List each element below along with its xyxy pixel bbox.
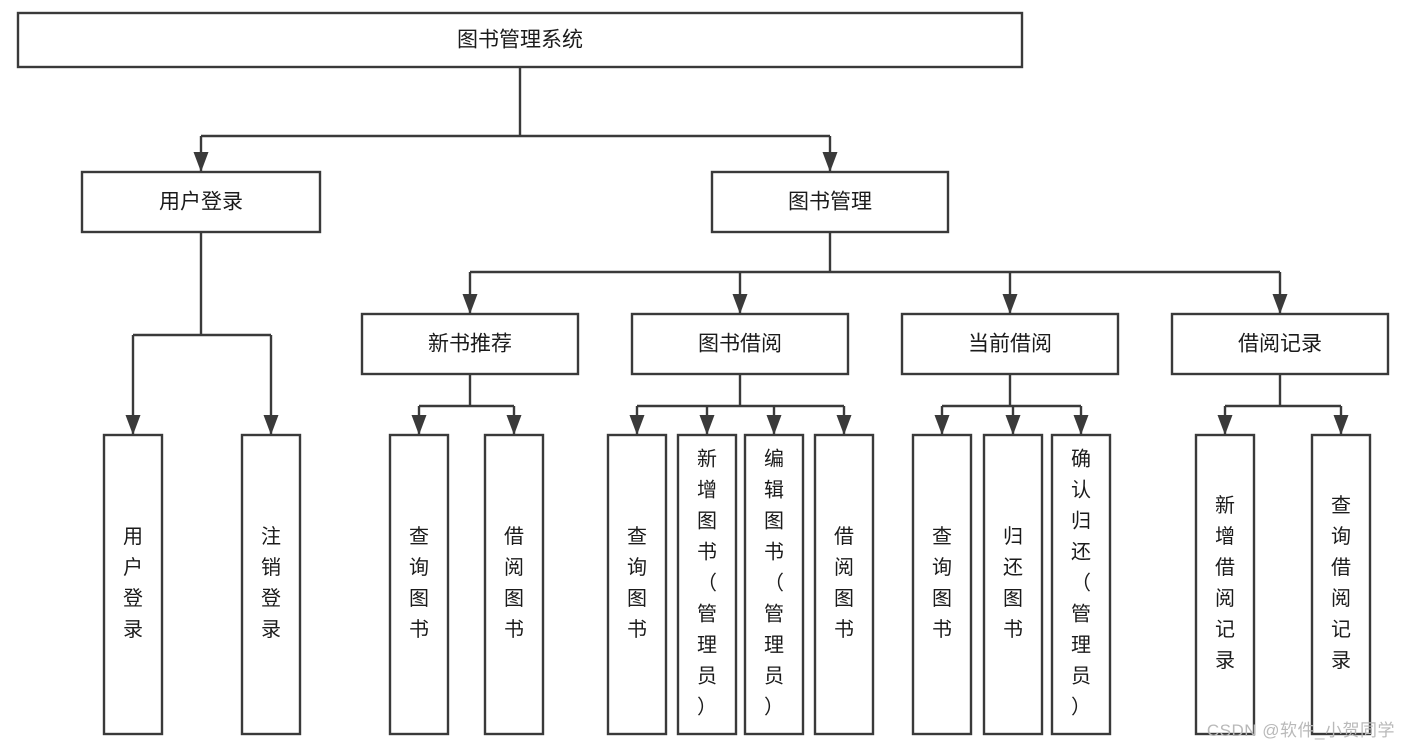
node-label-book-borrow: 图书借阅 [698, 333, 782, 356]
node-box-user-login-do [102, 433, 164, 736]
node-label-query-borrow-record: 查询借阅记录 [1331, 494, 1351, 672]
arrow-head-icon [462, 294, 478, 314]
node-box-book-borrow [630, 312, 850, 376]
arrow-head-icon [732, 294, 748, 314]
node-return-book[interactable]: 归还图书 [982, 433, 1044, 736]
arrow-head-icon [836, 415, 852, 435]
node-box-confirm-return-admin [1050, 433, 1112, 736]
arrow-head-icon [125, 415, 141, 435]
node-current-borrow[interactable]: 当前借阅 [900, 312, 1120, 376]
node-user-logout[interactable]: 注销登录 [240, 433, 302, 736]
node-label-add-book-admin: 新增图书（管理员） [697, 448, 717, 719]
node-confirm-return-admin[interactable]: 确认归还（管理员） [1050, 433, 1112, 736]
node-label-user-login-do: 用户登录 [123, 526, 143, 641]
node-box-query-book-3 [911, 433, 973, 736]
node-book-borrow[interactable]: 图书借阅 [630, 312, 850, 376]
arrow-head-icon [822, 152, 838, 172]
node-box-current-borrow [900, 312, 1120, 376]
node-box-borrow-book-1 [483, 433, 545, 736]
node-query-book-3[interactable]: 查询图书 [911, 433, 973, 736]
node-box-return-book [982, 433, 1044, 736]
node-box-query-book-2 [606, 433, 668, 736]
node-box-query-book-1 [388, 433, 450, 736]
arrow-head-icon [934, 415, 950, 435]
node-box-borrow-record [1170, 312, 1390, 376]
arrow-head-icon [263, 415, 279, 435]
node-borrow-record[interactable]: 借阅记录 [1170, 312, 1390, 376]
node-query-borrow-record[interactable]: 查询借阅记录 [1310, 433, 1372, 736]
node-label-query-book-3: 查询图书 [932, 525, 952, 641]
node-label-borrow-record: 借阅记录 [1238, 333, 1322, 356]
arrow-head-icon [766, 415, 782, 435]
node-book-manage[interactable]: 图书管理 [710, 170, 950, 234]
arrow-head-icon [699, 415, 715, 435]
arrow-head-icon [1005, 415, 1021, 435]
node-box-query-borrow-record [1310, 433, 1372, 736]
node-add-borrow-record[interactable]: 新增借阅记录 [1194, 433, 1256, 736]
node-label-root: 图书管理系统 [457, 29, 583, 52]
node-label-book-manage: 图书管理 [788, 191, 872, 214]
node-label-borrow-book-1: 借阅图书 [504, 525, 524, 641]
node-box-book-manage [710, 170, 950, 234]
arrow-head-icon [629, 415, 645, 435]
node-user-login-do[interactable]: 用户登录 [102, 433, 164, 736]
node-box-user-logout [240, 433, 302, 736]
node-label-edit-book-admin: 编辑图书（管理员） [764, 448, 784, 719]
node-root[interactable]: 图书管理系统 [16, 11, 1024, 69]
node-query-book-1[interactable]: 查询图书 [388, 433, 450, 736]
node-label-query-book-2: 查询图书 [627, 525, 647, 641]
node-label-query-book-1: 查询图书 [409, 525, 429, 641]
node-label-new-book-recommend: 新书推荐 [428, 333, 512, 356]
node-label-add-borrow-record: 新增借阅记录 [1215, 494, 1235, 672]
node-edit-book-admin[interactable]: 编辑图书（管理员） [743, 433, 805, 736]
arrow-head-icon [411, 415, 427, 435]
node-borrow-book-2[interactable]: 借阅图书 [813, 433, 875, 736]
arrow-head-icon [1272, 294, 1288, 314]
node-box-borrow-book-2 [813, 433, 875, 736]
node-label-current-borrow: 当前借阅 [968, 333, 1052, 356]
node-query-book-2[interactable]: 查询图书 [606, 433, 668, 736]
node-box-add-book-admin [676, 433, 738, 736]
node-label-user-logout: 注销登录 [261, 525, 281, 641]
node-add-book-admin[interactable]: 新增图书（管理员） [676, 433, 738, 736]
node-borrow-book-1[interactable]: 借阅图书 [483, 433, 545, 736]
node-label-return-book: 归还图书 [1003, 525, 1023, 641]
node-label-confirm-return-admin: 确认归还（管理员） [1071, 448, 1091, 719]
node-user-login[interactable]: 用户登录 [80, 170, 322, 234]
node-box-add-borrow-record [1194, 433, 1256, 736]
arrow-head-icon [1002, 294, 1018, 314]
arrow-head-icon [1217, 415, 1233, 435]
arrow-head-icon [1073, 415, 1089, 435]
csdn-watermark: CSDN @软件_小贺同学 [1206, 721, 1395, 740]
node-new-book-recommend[interactable]: 新书推荐 [360, 312, 580, 376]
node-label-user-login: 用户登录 [159, 191, 243, 214]
node-box-edit-book-admin [743, 433, 805, 736]
arrow-head-icon [1333, 415, 1349, 435]
arrow-head-icon [193, 152, 209, 172]
node-label-borrow-book-2: 借阅图书 [834, 525, 854, 641]
node-box-root [16, 11, 1024, 69]
arrow-head-icon [506, 415, 522, 435]
